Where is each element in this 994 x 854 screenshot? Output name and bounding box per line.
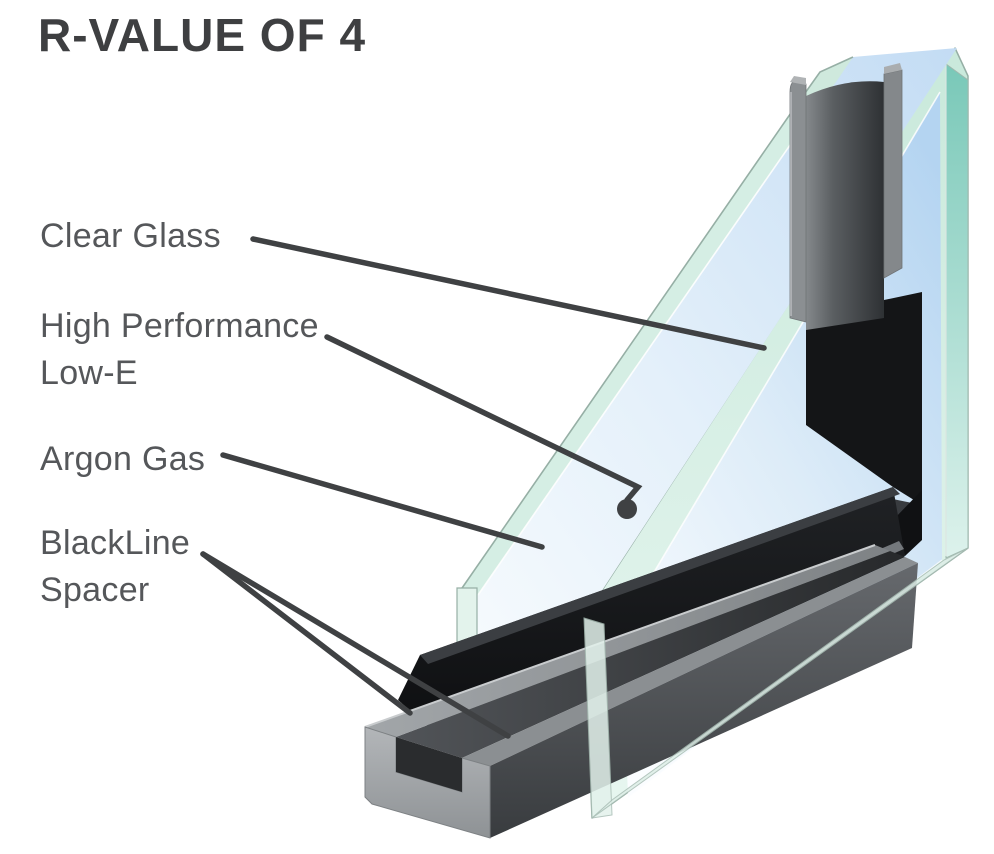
label-spacer-line1: BlackLine: [40, 524, 191, 562]
label-high-performance-low-e: High Performance Low-E: [40, 303, 319, 397]
label-argon-gas: Argon Gas: [40, 436, 205, 483]
label-argon-text: Argon Gas: [40, 440, 206, 478]
label-blackline-spacer: BlackLine Spacer: [40, 520, 190, 614]
vertical-spacer-channel: [789, 63, 903, 330]
leader-clear-glass: [250, 236, 767, 351]
back-pane-overlay-edges: [583, 547, 969, 819]
leader-spacer-2: [200, 551, 511, 739]
leader-argon-gas: [220, 452, 545, 550]
label-low-e-line1: High Performance: [40, 307, 319, 345]
leader-spacer-1: [200, 551, 413, 716]
label-clear-glass-text: Clear Glass: [40, 217, 221, 255]
low-e-dot: [617, 499, 637, 519]
page-title: R-VALUE OF 4: [38, 9, 367, 61]
label-clear-glass: Clear Glass: [40, 213, 221, 260]
label-low-e-line2: Low-E: [40, 354, 138, 392]
leader-low-e: [324, 334, 643, 503]
label-spacer-line2: Spacer: [40, 571, 150, 609]
